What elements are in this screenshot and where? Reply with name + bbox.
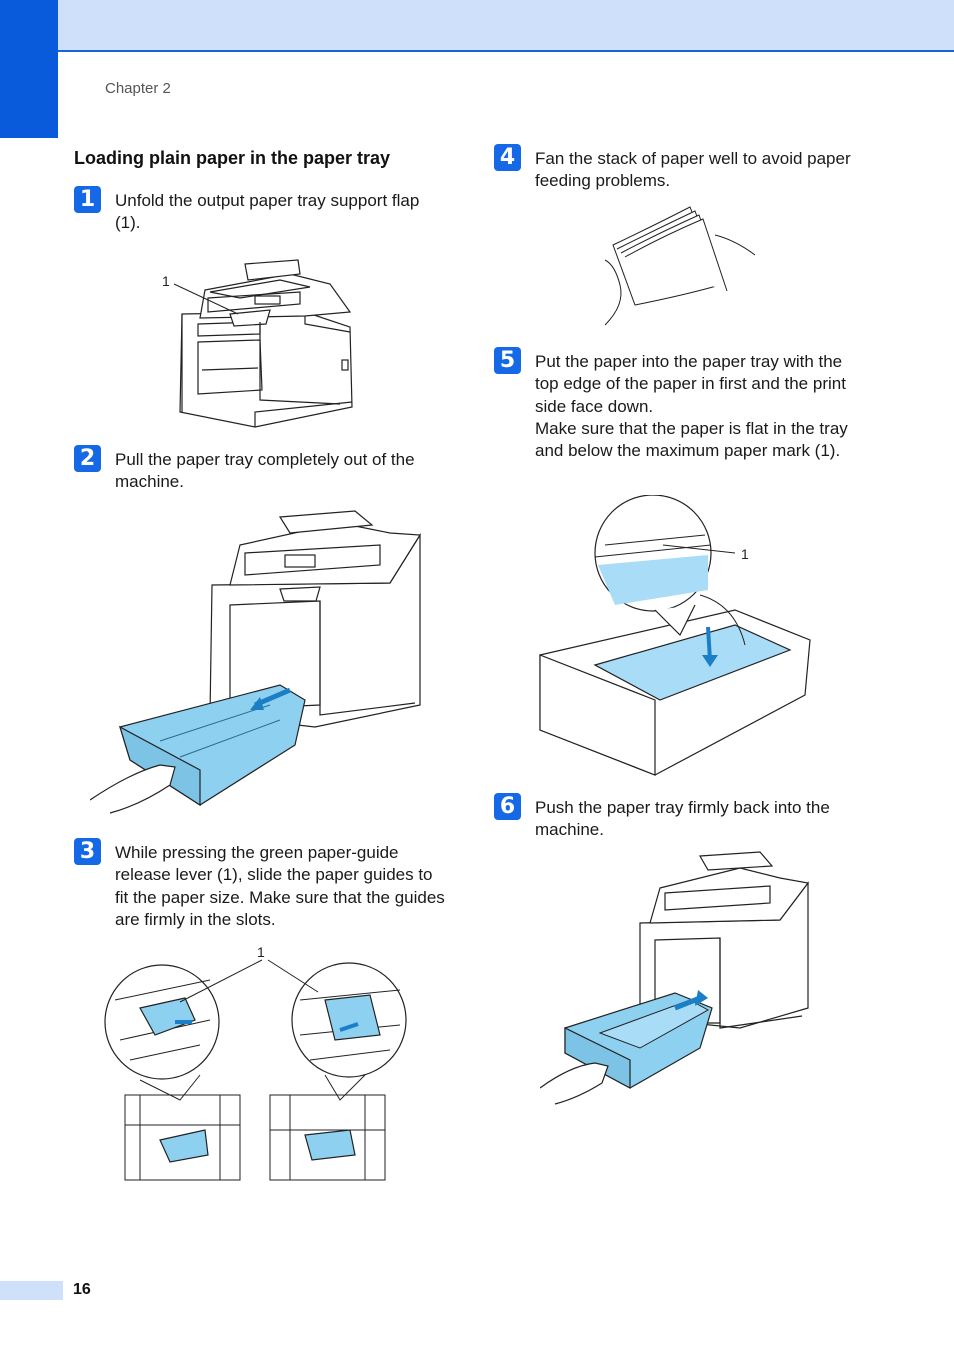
callout-max-mark: 1	[741, 546, 749, 562]
paper-tray-illustration: 1	[539, 495, 811, 776]
step-6-text: Push the paper tray firmly back into the…	[535, 798, 830, 840]
section-title: Loading plain paper in the paper tray	[74, 148, 391, 168]
figure-paper-guides: 1	[100, 940, 415, 1185]
paper-tray-illustration: 1	[104, 944, 407, 1181]
footer-band	[0, 1281, 63, 1300]
callout-guide-lever: 1	[257, 944, 265, 960]
step-3-text: While pressing the green paper-guide rel…	[115, 843, 445, 929]
step-4-badge: 4	[494, 144, 521, 171]
step-1-badge: 1	[74, 186, 101, 213]
figure-fan-paper	[595, 205, 760, 330]
printer-illustration: 1	[162, 259, 353, 428]
figure-printer-flap: 1	[160, 252, 360, 432]
printer-illustration	[90, 510, 422, 814]
step-2-text: Pull the paper tray completely out of th…	[115, 450, 415, 492]
page-number: 16	[73, 1281, 91, 1298]
step-6-badge: 6	[494, 793, 521, 820]
step-4-text: Fan the stack of paper well to avoid pap…	[535, 149, 851, 191]
printer-illustration	[540, 851, 810, 1105]
chapter-tab	[0, 0, 58, 138]
callout-1: 1	[162, 273, 170, 289]
step-3-badge: 3	[74, 838, 101, 865]
step-5-text: Put the paper into the paper tray with t…	[535, 352, 848, 461]
figure-push-tray	[540, 848, 815, 1108]
figure-pull-tray	[90, 505, 430, 825]
step-1-text: Unfold the output paper tray support fla…	[115, 191, 420, 233]
step-5-badge: 5	[494, 347, 521, 374]
paper-stack-illustration	[604, 206, 756, 326]
header-band	[58, 0, 954, 52]
figure-load-paper: 1	[535, 495, 820, 780]
chapter-label: Chapter 2	[105, 80, 171, 97]
step-2-badge: 2	[74, 445, 101, 472]
